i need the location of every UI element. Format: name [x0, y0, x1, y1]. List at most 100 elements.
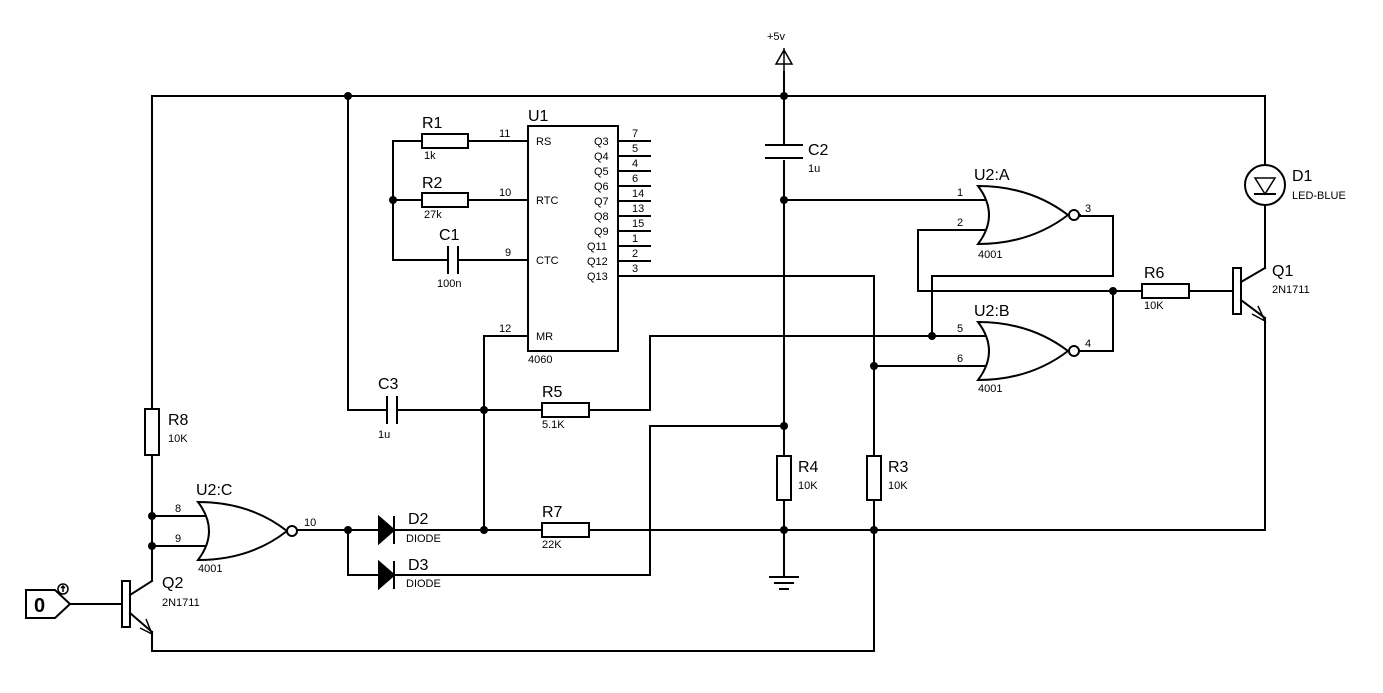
resistor-r4: R4 10K — [776, 455, 819, 501]
r8-value: 10K — [168, 433, 188, 445]
capacitor-c1: C1 100n — [437, 227, 461, 290]
u2a-part: 4001 — [978, 249, 1002, 261]
junction-dot — [148, 542, 156, 550]
r5-value: 5.1K — [542, 419, 565, 431]
wires — [69, 71, 1266, 652]
nor-gate-u2c: U2:C 4001 8 9 10 — [175, 482, 316, 575]
junction-dot — [780, 92, 788, 100]
toggle-indicator-icon[interactable] — [57, 583, 69, 595]
junction-dot — [870, 526, 878, 534]
junction-dot — [480, 406, 488, 414]
logic-state-input[interactable]: 0 — [25, 583, 72, 619]
q1-ref: Q1 — [1272, 263, 1293, 280]
r7-ref: R7 — [542, 504, 563, 521]
u1-pin-name: RS — [536, 136, 551, 148]
c3-ref: C3 — [378, 376, 399, 393]
u2b-pin-num: 5 — [957, 323, 963, 335]
u1-pin-name: Q5 — [594, 166, 609, 178]
u1-pin-num: 6 — [632, 173, 638, 185]
u2b-pin-num: 6 — [957, 353, 963, 365]
u1-pin-num: 12 — [499, 323, 511, 335]
d3-value: DIODE — [406, 578, 441, 590]
u1-pin-num: 4 — [632, 158, 638, 170]
r8-ref: R8 — [168, 412, 189, 429]
u1-pin-num: 11 — [499, 128, 510, 140]
u2a-pin-num: 2 — [957, 217, 963, 229]
diode-d2: D2 DIODE — [378, 511, 441, 546]
junction-dot — [148, 512, 156, 520]
r2-ref: R2 — [422, 175, 443, 192]
u1-pin-num: 2 — [632, 248, 638, 260]
r1-ref: R1 — [422, 115, 443, 132]
d3-ref: D3 — [408, 557, 429, 574]
vcc-label: +5v — [767, 31, 786, 43]
u2b-part: 4001 — [978, 383, 1002, 395]
q2-value: 2N1711 — [162, 597, 200, 609]
u1-pin-name: Q7 — [594, 196, 609, 208]
u1-pin-num: 1 — [632, 233, 638, 245]
q2-ref: Q2 — [162, 575, 183, 592]
u1-pin-name: Q11 — [587, 241, 607, 253]
r2-value: 27k — [424, 209, 442, 221]
nor-gate-u2a: U2:A 4001 1 2 3 — [957, 167, 1091, 261]
u1-pin-name: Q6 — [594, 181, 609, 193]
junction-dot — [780, 526, 788, 534]
u1-body — [527, 125, 619, 352]
u1-pin-num: 13 — [632, 203, 644, 215]
u2a-ref: U2:A — [974, 167, 1010, 184]
resistor-r1: R1 1k — [421, 115, 469, 162]
vcc-terminal: +5v — [767, 31, 794, 72]
d2-ref: D2 — [408, 511, 429, 528]
junction-dot — [480, 526, 488, 534]
r3-ref: R3 — [888, 459, 909, 476]
transistor-q1: Q1 2N1711 — [1232, 263, 1310, 323]
transistor-q2: Q2 2N1711 — [121, 575, 200, 636]
u2c-pin-num: 10 — [304, 517, 316, 529]
r5-ref: R5 — [542, 384, 563, 401]
u2c-ref: U2:C — [196, 482, 232, 499]
capacitor-c3: C3 1u — [378, 376, 399, 441]
u1-part: 4060 — [528, 354, 552, 366]
junction-dot — [344, 92, 352, 100]
u2c-pin-num: 9 — [175, 533, 181, 545]
u1-ref: U1 — [528, 108, 549, 125]
capacitor-c2: C2 1u — [765, 142, 829, 175]
u2c-pin-num: 8 — [175, 503, 181, 515]
junctions — [148, 92, 1117, 550]
u1-pin-name: Q13 — [587, 271, 608, 283]
u1-pin-num: 14 — [632, 188, 644, 200]
d1-ref: D1 — [1292, 168, 1313, 185]
junction-dot — [928, 332, 936, 340]
r4-ref: R4 — [798, 459, 819, 476]
u2c-part: 4001 — [198, 563, 222, 575]
junction-dot — [1109, 287, 1117, 295]
u1-pin-name: CTC — [536, 255, 559, 267]
r4-value: 10K — [798, 480, 818, 492]
d2-value: DIODE — [406, 533, 441, 545]
c1-ref: C1 — [439, 227, 460, 244]
c3-value: 1u — [378, 429, 390, 441]
junction-dot — [780, 196, 788, 204]
u1-pin-name: Q8 — [594, 211, 609, 223]
resistor-r5: R5 5.1K — [541, 384, 590, 431]
junction-dot — [870, 362, 878, 370]
u1-pin-name: Q12 — [587, 256, 608, 268]
r7-value: 22K — [542, 539, 562, 551]
u1-pin-name: Q3 — [594, 136, 609, 148]
led-d1: D1 LED-BLUE — [1244, 164, 1346, 206]
u1-ic: U1 4060 11 RS 10 RTC 9 CTC 12 MR Q3 7 Q4… — [499, 108, 644, 366]
ground-symbol — [769, 576, 799, 590]
diode-d3: D3 DIODE — [378, 557, 441, 591]
u2b-ref: U2:B — [974, 303, 1010, 320]
resistor-r3: R3 10K — [866, 455, 909, 501]
nor-gate-u2b: U2:B 4001 5 6 4 — [957, 303, 1091, 395]
u1-pin-num: 10 — [499, 187, 511, 199]
r1-value: 1k — [424, 150, 436, 162]
u1-pin-name: RTC — [536, 195, 558, 207]
u2a-pin-num: 3 — [1085, 203, 1091, 215]
u1-pin-name: Q4 — [594, 151, 609, 163]
u1-pin-name: Q9 — [594, 226, 609, 238]
logic-state-value[interactable]: 0 — [34, 595, 45, 617]
u1-pin-num: 7 — [632, 128, 638, 140]
